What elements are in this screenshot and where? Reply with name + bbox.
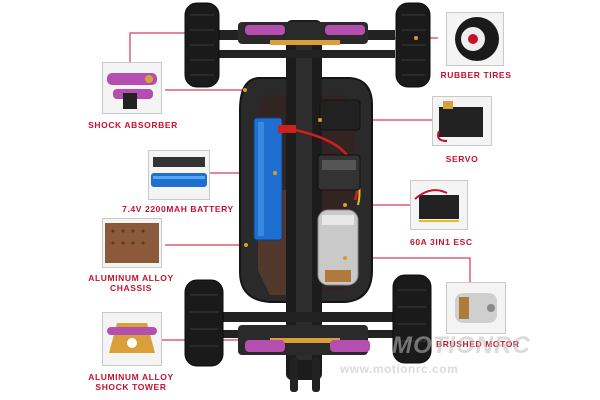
label-rubber-tires: RUBBER TIRES — [440, 70, 512, 80]
thumb-shock-tower — [102, 312, 162, 366]
label-chassis-line1: ALUMINUM ALLOY — [88, 273, 174, 283]
watermark-logo: MOTIONRC — [392, 332, 531, 359]
rear-suspension — [215, 312, 395, 392]
label-chassis-line2: CHASSIS — [110, 283, 152, 293]
thumb-brushed-motor — [446, 282, 506, 334]
thumb-chassis — [102, 218, 162, 268]
servo-unit — [319, 99, 361, 131]
label-shock-absorber: SHOCK ABSORBER — [88, 120, 178, 130]
front-suspension — [215, 22, 395, 58]
thumb-shock-absorber — [102, 62, 162, 114]
watermark-url: www.motionrc.com — [340, 362, 459, 376]
brushed-motor-unit — [317, 209, 359, 286]
label-esc: 60A 3IN1 ESC — [410, 237, 473, 247]
label-battery: 7.4V 2200MAH BATTERY — [122, 204, 234, 214]
label-servo: SERVO — [445, 154, 479, 164]
thumb-battery — [148, 150, 210, 200]
thumb-esc — [410, 180, 468, 230]
callout-dots — [243, 36, 418, 342]
label-tower-line2: SHOCK TOWER — [95, 382, 167, 392]
label-tower-line1: ALUMINUM ALLOY — [88, 372, 174, 382]
label-brushed-motor: BRUSHED MOTOR — [436, 339, 520, 349]
tire-tread — [190, 14, 426, 347]
tires — [184, 2, 432, 367]
battery-connector — [278, 125, 296, 133]
thumb-servo — [432, 96, 492, 146]
thumb-rubber-tire — [446, 12, 504, 66]
